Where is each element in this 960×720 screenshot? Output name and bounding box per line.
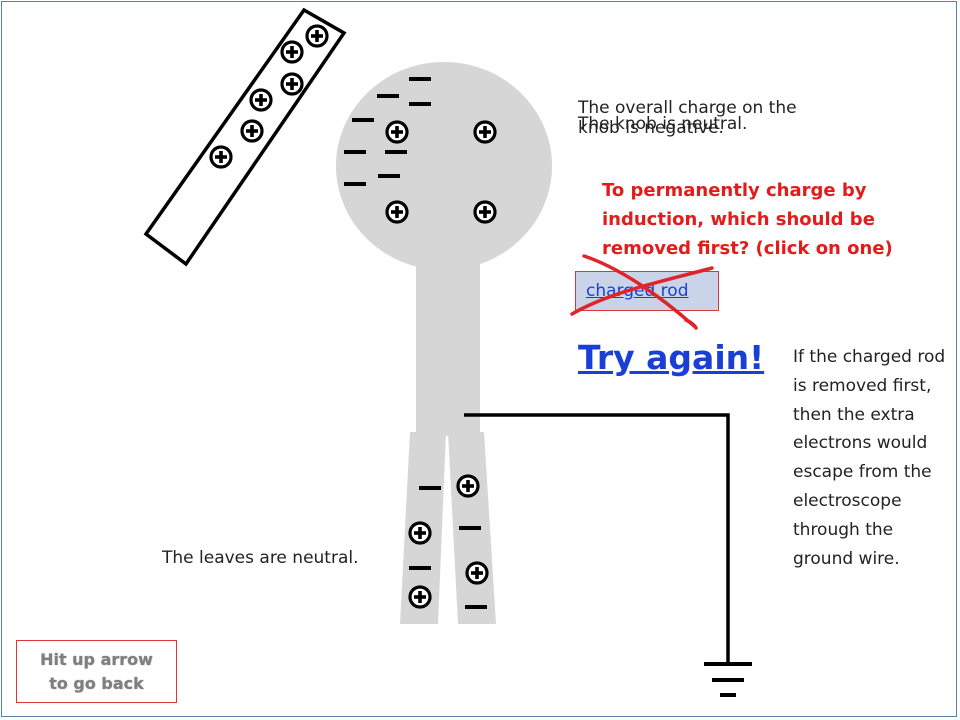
positive-charge-icon [280,72,304,96]
back-button[interactable]: Hit up arrow to go back [16,640,177,703]
positive-charge-icon [473,120,497,144]
positive-charge-icon [209,145,233,169]
back-button-line2: to go back [49,673,144,693]
back-button-line1: Hit up arrow [40,649,153,669]
overall-charge-label: The overall charge on the knob is negati… [578,98,797,138]
ground-icon [704,662,752,697]
positive-charge-icon [456,474,480,498]
positive-charge-icon [240,119,264,143]
leaves-neutral-label: The leaves are neutral. [162,548,359,568]
electroscope-stem [416,250,480,436]
charged-rod-button[interactable]: charged rod [575,271,719,311]
positive-charge-icon [408,585,432,609]
knob-neutral-label: The knob is neutral. [578,114,748,134]
positive-charge-icon [385,200,409,224]
explanation-text: If the charged rod is removed first, the… [793,347,946,569]
charged-rod [143,7,347,267]
electroscope [336,62,552,624]
positive-charge-icon [249,88,273,112]
question-text: To permanently charge by induction, whic… [602,180,893,259]
positive-charge-icon [305,24,329,48]
positive-charge-icon [473,200,497,224]
positive-charge-icon [465,561,489,585]
positive-charge-icon [385,120,409,144]
electroscope-knob [336,62,552,270]
positive-charge-icon [408,521,432,545]
ground-wire [464,413,752,697]
try-again-link[interactable]: Try again! [578,338,765,377]
positive-charge-icon [280,40,304,64]
